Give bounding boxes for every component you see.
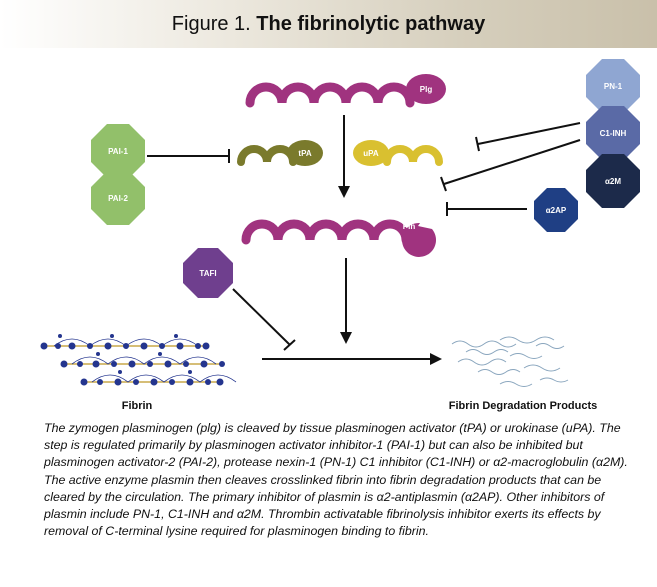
fibrin-label: Fibrin <box>122 400 153 412</box>
figure-title-text: The fibrinolytic pathway <box>256 12 486 35</box>
a2m-label: α2M <box>605 177 621 186</box>
plasmin-action-arrow <box>340 258 352 344</box>
tafi-label: TAFI <box>199 269 216 278</box>
pn1-label: PN-1 <box>604 82 623 91</box>
a2ap-inhibition-line <box>446 202 527 216</box>
upa-label: uPA <box>363 149 379 158</box>
tafi-inhibition-line <box>232 288 296 351</box>
pai-inhibition-line <box>147 149 230 163</box>
tpa-molecule: tPA <box>237 140 323 166</box>
c1inh-label: C1-INH <box>600 129 627 138</box>
figure-title: Figure 1. The fibrinolytic pathway <box>172 13 485 36</box>
c1inh-node: C1-INH <box>586 106 640 160</box>
plg-label: Plg <box>420 85 433 94</box>
upa-molecule: uPA <box>353 140 443 166</box>
a2m-node: α2M <box>586 154 640 208</box>
plasminogen-molecule: Plg <box>245 74 446 108</box>
fibrin-degradation-arrow <box>262 353 442 365</box>
tpa-label: tPA <box>298 149 311 158</box>
activation-arrow <box>338 115 350 198</box>
a2ap-node: α2AP <box>534 188 578 232</box>
pn1-c1inh-a2m-inhibition-lines <box>440 122 581 192</box>
pai2-node: PAI-2 <box>91 171 145 225</box>
pn1-node: PN-1 <box>586 59 640 113</box>
figure-label: Figure 1. <box>171 12 251 35</box>
pln-label: Pln <box>403 222 416 231</box>
fibrin-mesh-image <box>40 334 237 386</box>
fibrinolysis-diagram: Plg tPA uPA Pln PAI-1 PAI-2 PN-1 <box>40 59 640 412</box>
pai1-node: PAI-1 <box>91 124 145 178</box>
pai2-label: PAI-2 <box>108 194 128 203</box>
degradation-products-image <box>451 336 569 387</box>
a2ap-label: α2AP <box>546 206 567 215</box>
figure-header: Figure 1. The fibrinolytic pathway <box>0 0 657 48</box>
degradation-products-label: Fibrin Degradation Products <box>449 400 598 412</box>
pai1-label: PAI-1 <box>108 147 128 156</box>
plasmin-molecule: Pln <box>241 219 437 257</box>
figure-caption: The zymogen plasminogen (plg) is cleaved… <box>44 421 628 539</box>
tafi-node: TAFI <box>183 248 233 298</box>
